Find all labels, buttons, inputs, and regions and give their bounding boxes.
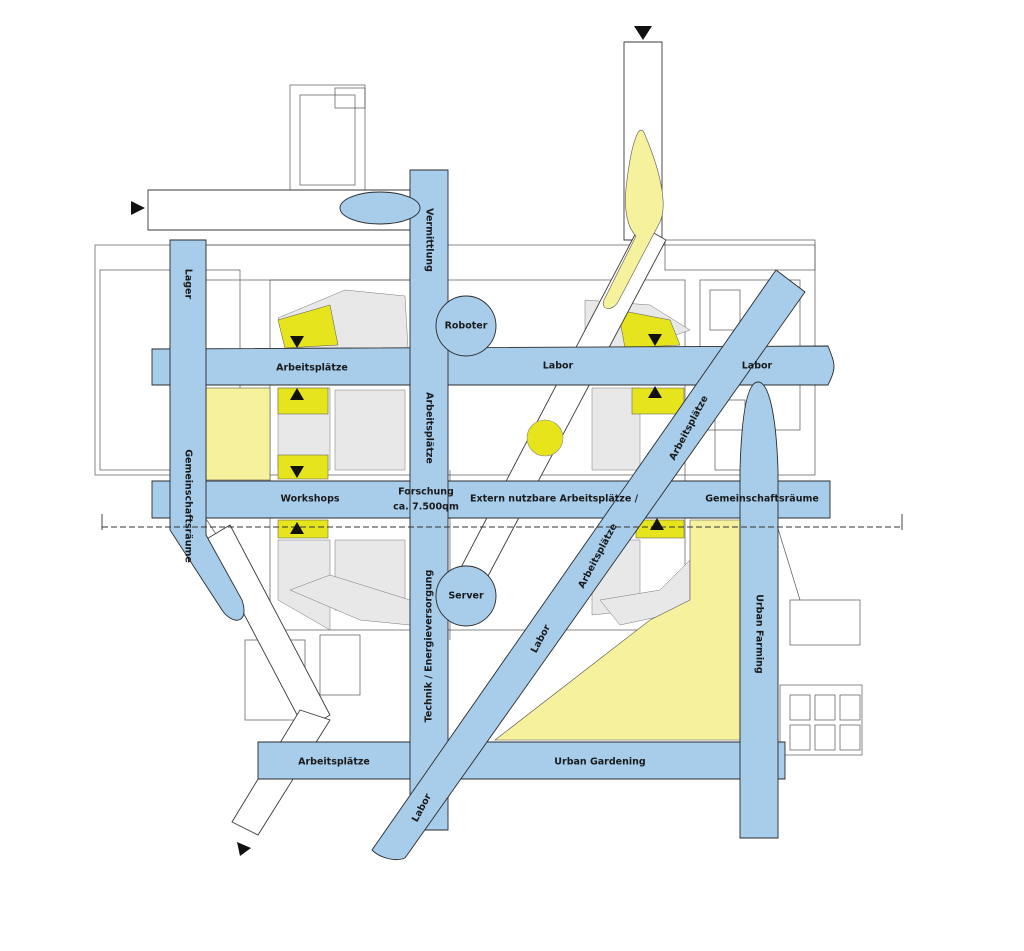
label-extern: Extern nutzbare Arbeitsplätze /: [470, 494, 639, 505]
label-labor-right: Labor: [742, 361, 773, 372]
blue-corridors: [151, 169, 835, 861]
yellow-areas: [205, 129, 741, 741]
label-server: Server: [448, 591, 484, 602]
label-urban-gardening: Urban Gardening: [554, 757, 645, 768]
label-roboter: Roboter: [445, 321, 488, 332]
triangle-marker-icon: [290, 466, 304, 478]
label-arbeitsplaetze-bottom: Arbeitsplätze: [298, 757, 370, 768]
triangle-marker-icon: [290, 336, 304, 348]
triangle-marker-icon: [648, 386, 662, 398]
entrance-arrow-icon: [131, 201, 145, 215]
triangle-marker-icon: [290, 388, 304, 400]
markers: [131, 26, 664, 856]
label-vermittlung: Vermittlung: [424, 208, 435, 272]
label-forschung-1: Forschung: [398, 487, 454, 498]
label-lager: Lager: [183, 269, 194, 300]
triangle-marker-icon: [290, 522, 304, 534]
label-workshops: Workshops: [280, 494, 339, 505]
label-arbeitsplaetze-top: Arbeitsplätze: [276, 363, 348, 374]
label-urban-farming: Urban Farming: [754, 594, 765, 673]
roboter-node: [435, 295, 497, 357]
section-line: [101, 514, 903, 530]
entrance-arrow-icon: [634, 26, 652, 40]
triangle-marker-icon: [648, 334, 662, 346]
label-arbeitsplaetze-mid: Arbeitsplätze: [424, 392, 435, 464]
label-gemeinschaftsraeume-right: Gemeinschaftsräume: [705, 494, 819, 505]
entrance-arrow-icon: [237, 842, 251, 856]
label-labor-center: Labor: [543, 361, 574, 372]
label-technik: Technik / Energieversorgung: [424, 570, 435, 723]
server-node: [435, 565, 497, 627]
yellow-dot: [526, 419, 564, 457]
label-gemeinschaftsraeume-left: Gemeinschaftsräume: [183, 449, 194, 563]
label-forschung-2: ca. 7.500qm: [393, 502, 459, 513]
triangle-marker-icon: [650, 518, 664, 530]
